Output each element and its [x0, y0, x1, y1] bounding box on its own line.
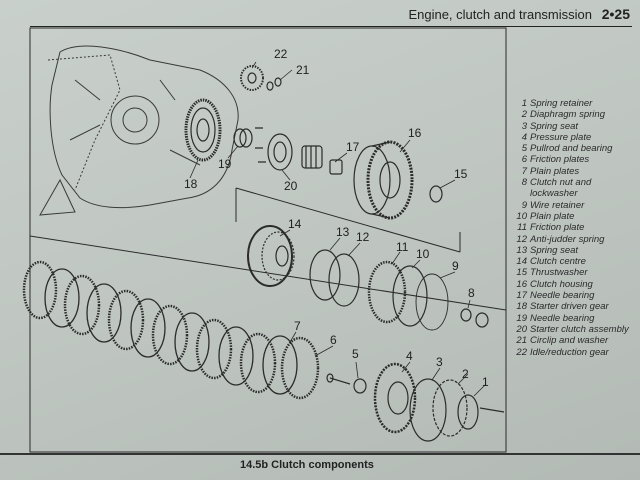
circlip-and-washer: [266, 77, 282, 91]
callout-16: 16: [408, 126, 422, 140]
callout-5: 5: [352, 347, 359, 361]
figure-caption: 14.5b Clutch components: [240, 459, 374, 471]
callout-20: 20: [284, 179, 298, 193]
callout-11: 11: [396, 240, 409, 254]
callout-19: 19: [218, 157, 232, 171]
clutch-centre: [247, 225, 295, 287]
needle-bearing-17: [301, 145, 323, 169]
page-number: 2•25: [601, 6, 630, 22]
leader-lines: [189, 61, 487, 397]
starter-clutch-assembly: [255, 127, 293, 171]
callout-9: 9: [452, 259, 459, 273]
wire-retainer: [415, 273, 449, 331]
callout-1: 1: [482, 375, 489, 389]
callout-21: 21: [296, 63, 310, 77]
needle-bearing-19: [233, 128, 253, 148]
spring-seat-13: [309, 249, 341, 301]
callout-10: 10: [416, 247, 430, 261]
callout-13: 13: [336, 225, 350, 239]
chapter-title: Engine, clutch and transmission: [408, 7, 592, 22]
diagram-frame: [29, 27, 507, 453]
anti-judder-spring: [328, 253, 360, 307]
callout-14: 14: [288, 217, 302, 231]
callout-2: 2: [462, 367, 469, 381]
callout-15: 15: [454, 167, 468, 181]
pullrod-and-bearing: [326, 373, 367, 394]
diaphragm-spring: [432, 379, 468, 437]
clutch-housing: [353, 140, 414, 220]
starter-driven-gear: [184, 98, 222, 162]
callout-7: 7: [294, 319, 301, 333]
callout-8: 8: [468, 286, 475, 300]
clutch-plate-stack: [22, 260, 320, 400]
callout-22: 22: [274, 47, 288, 61]
callout-18: 18: [184, 177, 198, 191]
callout-17: 17: [346, 140, 360, 154]
page-header: Engine, clutch and transmission 2•25: [30, 4, 632, 27]
bush: [329, 159, 343, 175]
lockwasher: [475, 312, 489, 328]
callout-3: 3: [436, 355, 443, 369]
thrustwasher: [429, 185, 443, 203]
spring-seat-3: [409, 378, 447, 442]
friction-plate-11: [367, 260, 407, 324]
pressure-plate: [373, 362, 417, 434]
callout-numbers: 1 2 3 4 5 6 7 8 9 10 11 12 13 14 15 16 1…: [184, 47, 489, 389]
callout-4: 4: [406, 349, 413, 363]
callout-6: 6: [330, 333, 337, 347]
clutch-nut: [460, 308, 472, 322]
plain-plate-10: [392, 265, 428, 327]
idle-reduction-gear: [240, 65, 264, 91]
caption-rule: [0, 453, 640, 455]
crankcase: [39, 45, 239, 216]
spring-retainer: [457, 394, 505, 430]
callout-12: 12: [356, 230, 370, 244]
